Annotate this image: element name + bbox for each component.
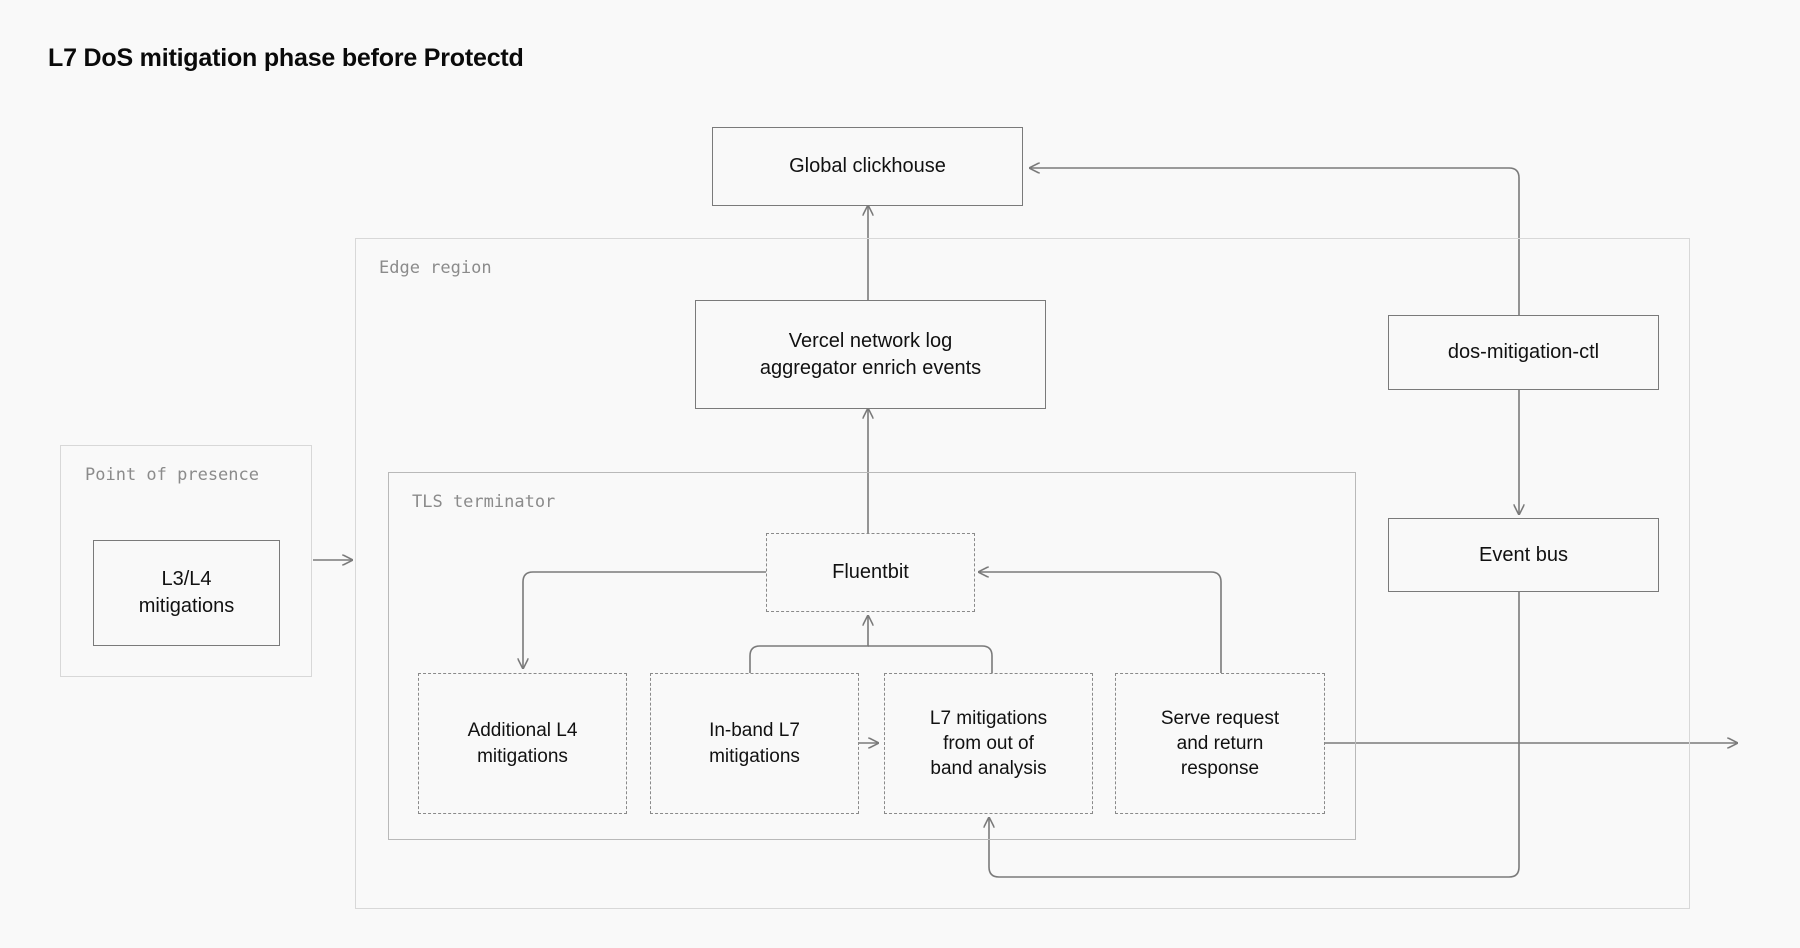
group-point-of-presence-label: Point of presence	[85, 465, 259, 485]
node-serve-request-line3: response	[1180, 758, 1260, 780]
node-fluentbit-label: Fluentbit	[832, 561, 909, 584]
node-inband-l7-line2: mitigations	[709, 745, 800, 767]
node-dos-mitigation-ctl-label: dos-mitigation-ctl	[1447, 341, 1600, 364]
node-inband-l7-mitigations[interactable]: In-band L7 mitigations	[650, 673, 859, 814]
node-dos-mitigation-ctl[interactable]: dos-mitigation-ctl	[1388, 315, 1659, 390]
group-point-of-presence	[60, 445, 312, 677]
node-vercel-aggregator[interactable]: Vercel network log aggregator enrich eve…	[695, 300, 1046, 409]
node-l3l4-line1: L3/L4	[161, 568, 212, 591]
node-l7-oob-line1: L7 mitigations	[929, 707, 1048, 729]
node-l7-oob-line3: band analysis	[930, 758, 1047, 780]
node-global-clickhouse[interactable]: Global clickhouse	[712, 127, 1023, 206]
node-serve-request-label: Serve request and return response	[1161, 706, 1279, 782]
node-l3l4-mitigations-label: L3/L4 mitigations	[139, 566, 235, 619]
node-l7-oob-label: L7 mitigations from out of band analysis	[930, 706, 1047, 782]
node-l3l4-mitigations[interactable]: L3/L4 mitigations	[93, 540, 280, 646]
group-edge-region-label: Edge region	[379, 258, 492, 278]
node-additional-l4-line1: Additional L4	[467, 720, 578, 742]
node-inband-l7-label: In-band L7 mitigations	[709, 718, 800, 769]
group-edge-region	[355, 238, 1690, 909]
node-additional-l4-line2: mitigations	[477, 745, 568, 767]
node-vercel-aggregator-line1: Vercel network log	[788, 329, 953, 352]
node-event-bus[interactable]: Event bus	[1388, 518, 1659, 592]
node-additional-l4-mitigations[interactable]: Additional L4 mitigations	[418, 673, 627, 814]
node-serve-request-line1: Serve request	[1160, 707, 1280, 729]
page-title: L7 DoS mitigation phase before Protectd	[48, 44, 524, 72]
node-serve-request[interactable]: Serve request and return response	[1115, 673, 1325, 814]
group-tls-terminator	[388, 472, 1356, 840]
node-additional-l4-label: Additional L4 mitigations	[468, 718, 578, 769]
node-global-clickhouse-label: Global clickhouse	[789, 155, 946, 178]
node-vercel-aggregator-label: Vercel network log aggregator enrich eve…	[760, 328, 981, 381]
node-l7-oob-line2: from out of	[943, 732, 1034, 754]
node-event-bus-label: Event bus	[1479, 543, 1568, 566]
node-serve-request-line2: and return	[1176, 732, 1264, 754]
node-l3l4-line2: mitigations	[138, 595, 235, 617]
node-l7-mitigations-oob[interactable]: L7 mitigations from out of band analysis	[884, 673, 1093, 814]
node-inband-l7-line1: In-band L7	[709, 720, 800, 742]
group-tls-terminator-label: TLS terminator	[412, 492, 556, 512]
node-fluentbit[interactable]: Fluentbit	[766, 533, 975, 612]
node-vercel-aggregator-line2: aggregator enrich events	[759, 356, 982, 379]
